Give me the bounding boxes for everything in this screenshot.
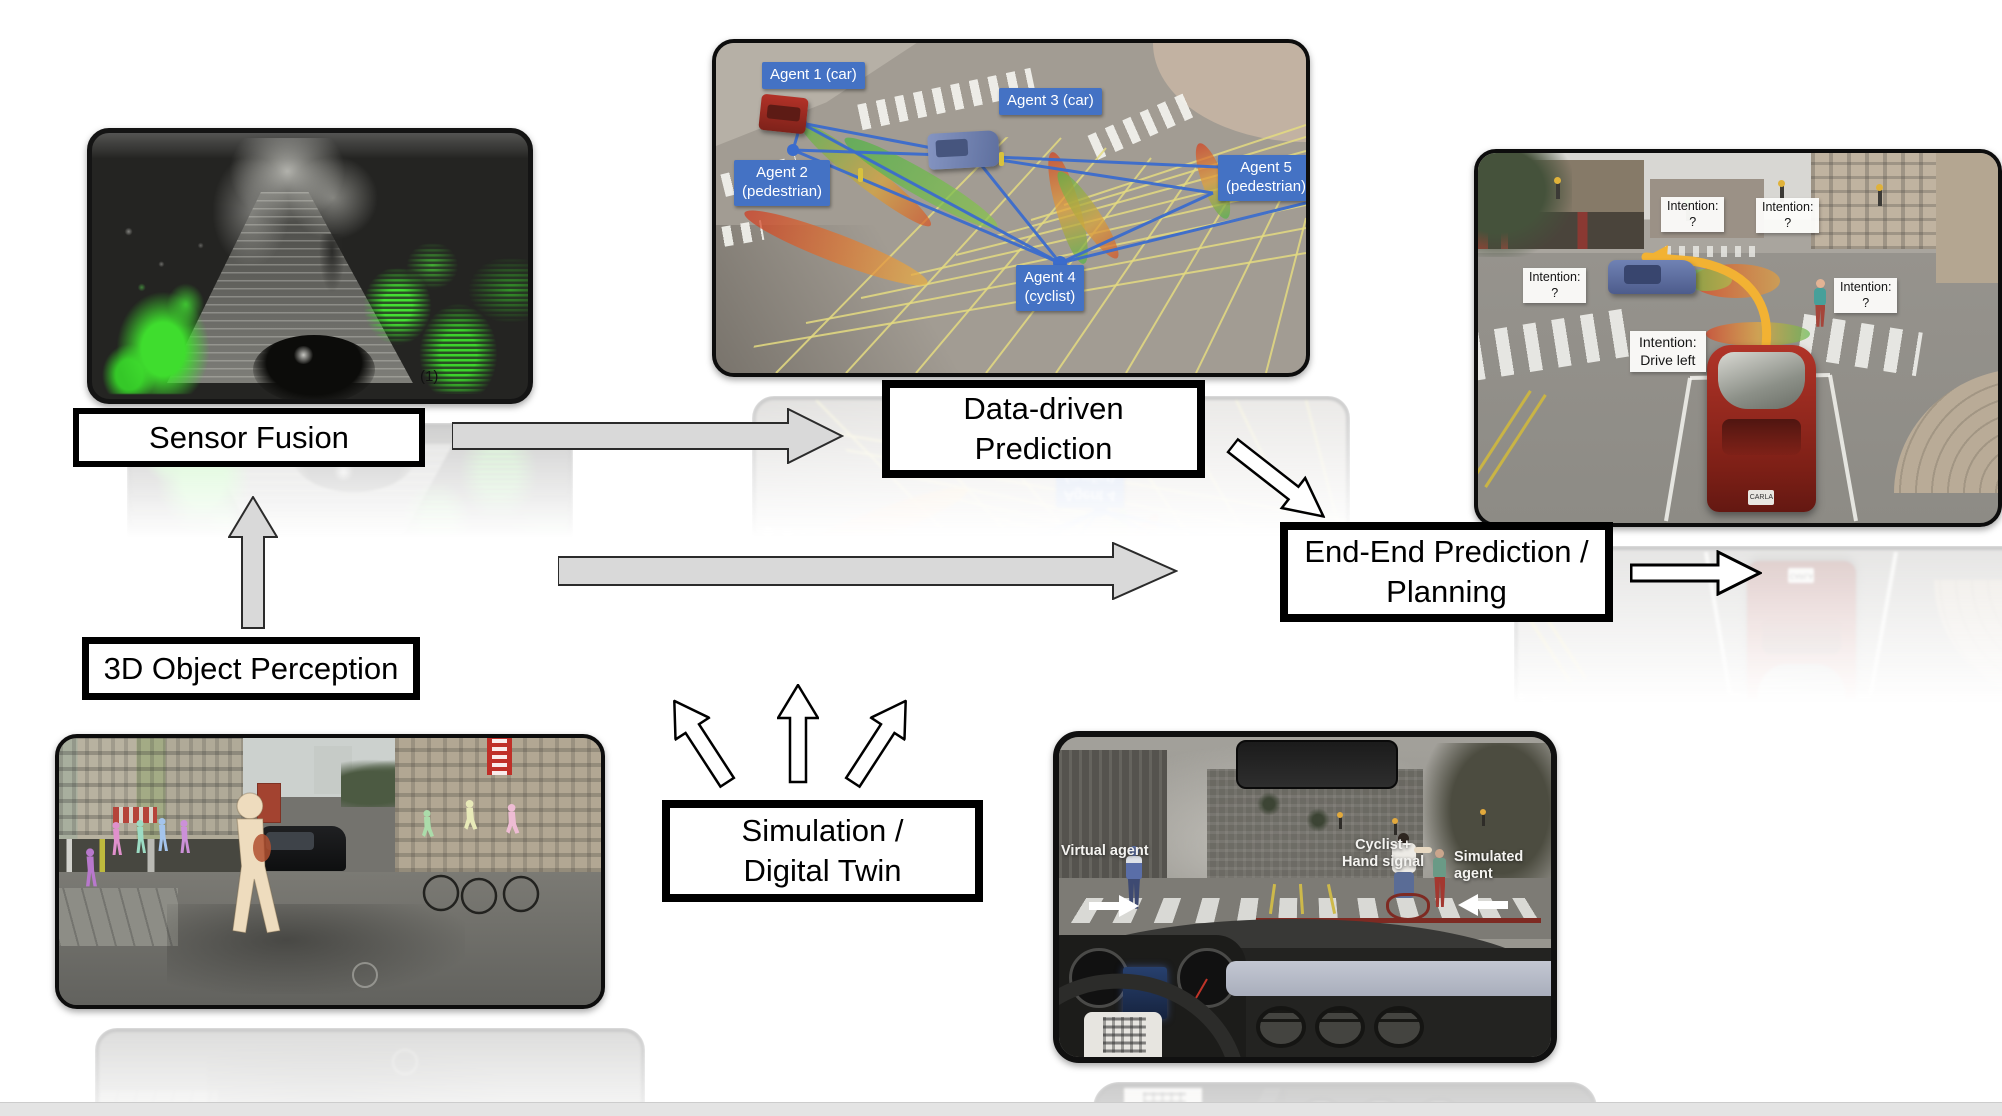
traffic-light-icon <box>1337 812 1344 829</box>
arrow-to-end-end-icon <box>558 542 1178 600</box>
pointcloud-scatter <box>109 212 241 306</box>
building-far-right <box>1935 153 1998 283</box>
ego-vehicle-highlight <box>292 345 315 365</box>
air-vent-icon <box>1314 1005 1365 1048</box>
ego-red-car: CARLA <box>1706 345 1816 512</box>
virtual-agent-figure <box>1123 845 1145 910</box>
mesh-people-overlay <box>86 792 540 934</box>
arrow-perception-to-fusion-icon <box>228 496 278 629</box>
arrow-simulation-middle-icon <box>777 684 819 784</box>
awning <box>113 807 157 824</box>
end-end-planning-label: End-End Prediction / Planning <box>1304 534 1589 609</box>
simulation-digital-twin-label: Simulation / Digital Twin <box>741 813 904 888</box>
right-direction-arrow-icon <box>1088 895 1139 918</box>
planning-scene-image: CARLA Intention: ? Intention: ? Intentio… <box>1474 149 2002 527</box>
road-shadow <box>167 903 466 995</box>
palm-tree-icon <box>1255 791 1282 818</box>
bollard-2 <box>857 168 863 183</box>
perception-scene-image <box>55 734 605 1009</box>
agent1-car <box>758 93 810 135</box>
sensor-fusion-box: Sensor Fusion <box>73 408 425 467</box>
agent2-label: Agent 2 (pedestrian) <box>734 160 831 206</box>
simulation-scene-image: Virtual agent Cyclist+ Hand signal Simul… <box>1053 731 1557 1063</box>
arrow-simulation-right-icon <box>844 698 908 789</box>
crosswalk-far <box>1665 245 1759 257</box>
pointcloud-green-right <box>353 234 528 394</box>
agent3-label: Agent 3 (car) <box>999 88 1102 115</box>
data-driven-prediction-label: Data-driven Prediction <box>963 391 1124 466</box>
intention-label-4: Intention: ? <box>1834 278 1898 314</box>
cyclist-label: Cyclist+ Hand signal <box>1342 837 1425 871</box>
arrow-fusion-to-prediction-icon <box>452 408 844 464</box>
object-perception-box: 3D Object Perception <box>82 637 420 700</box>
hood-ornament-icon <box>351 962 378 989</box>
agent5-label: Agent 5 (pedestrian) <box>1218 155 1306 201</box>
arrow-prediction-to-planning-icon <box>1226 437 1326 519</box>
tree-left <box>1478 153 1572 257</box>
footnote-marker: (1) <box>420 368 439 385</box>
intention-label-drive-left: Intention: Drive left <box>1630 331 1706 372</box>
agent1-label: Agent 1 (car) <box>762 62 865 89</box>
object-perception-label: 3D Object Perception <box>103 650 399 686</box>
simulation-digital-twin-box: Simulation / Digital Twin <box>662 800 983 902</box>
steering-wheel-pad <box>1083 1012 1163 1057</box>
simulated-agent-figure <box>1430 849 1448 909</box>
building-right <box>1810 153 1936 250</box>
other-vehicle <box>1608 260 1697 294</box>
traffic-light-icon <box>1480 808 1487 826</box>
black-suv <box>259 826 347 872</box>
air-vent-icon <box>1255 1005 1306 1048</box>
traffic-light-icon <box>1777 180 1785 203</box>
cyclist-figure <box>1384 833 1432 921</box>
pointcloud-pedestrian <box>318 234 345 293</box>
dashboard-trim <box>1226 961 1551 997</box>
end-end-planning-box: End-End Prediction / Planning <box>1280 522 1613 622</box>
cluster-screen <box>1122 967 1168 1019</box>
pedestrian-figure <box>1813 278 1827 327</box>
intention-label-3: Intention: ? <box>1523 268 1587 304</box>
intention-label-2: Intention: ? <box>1756 198 1820 234</box>
rearview-mirror <box>1236 740 1398 789</box>
arrow-simulation-left-icon <box>672 698 736 789</box>
agent4-label: Agent 4 (cyclist) <box>1016 265 1084 311</box>
agent3-car <box>927 130 1001 171</box>
intention-label-1: Intention: ? <box>1661 197 1725 233</box>
bottom-bar <box>0 1102 2002 1116</box>
arrow-planning-output-icon <box>1630 550 1762 596</box>
sidewalk <box>59 887 179 947</box>
simulated-agent-label: Simulated agent <box>1454 849 1524 883</box>
palm-tree-icon <box>1305 807 1331 834</box>
license-plate: CARLA <box>1748 490 1775 506</box>
traffic-light-icon <box>1876 184 1884 206</box>
speed-gauge-icon <box>1068 948 1129 1009</box>
left-direction-arrow-icon <box>1457 893 1508 916</box>
lidar-pointcloud-image <box>87 128 533 404</box>
vertical-sign <box>487 738 512 776</box>
traffic-light-icon <box>1391 818 1398 836</box>
data-driven-prediction-box: Data-driven Prediction <box>882 380 1205 478</box>
virtual-agent-label: Virtual agent <box>1061 843 1149 859</box>
prediction-scene-image: Agent 1 (car) Agent 2 (pedestrian) Agent… <box>712 39 1310 377</box>
air-vent-icon <box>1373 1005 1424 1048</box>
ego-vehicle-silhouette <box>253 335 376 399</box>
bollard <box>999 151 1005 166</box>
traffic-light-icon <box>1554 176 1561 199</box>
red-curb <box>1255 917 1542 923</box>
sensor-fusion-label: Sensor Fusion <box>149 419 349 455</box>
